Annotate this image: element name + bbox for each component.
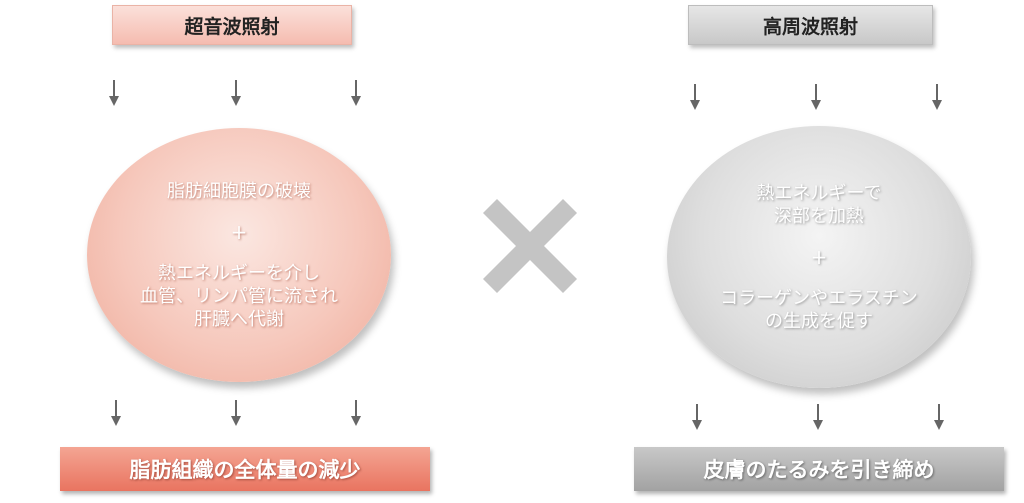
radiofrequency-effect-line-4: の生成を促す <box>765 310 873 332</box>
arrow-down-icon <box>230 80 242 106</box>
radiofrequency-effect-line-2: 深部を加熱 <box>774 205 864 227</box>
ultrasound-effect-line-3: 血管、リンパ管に流され <box>140 285 338 307</box>
ultrasound-plus-sign: + <box>230 219 248 244</box>
ultrasound-result-box: 脂肪組織の全体量の減少 <box>60 447 430 491</box>
radiofrequency-result: 皮膚のたるみを引き締め <box>703 458 935 482</box>
ultrasound-effect-line-1: 脂肪細胞膜の破壊 <box>167 180 311 202</box>
arrow-down-icon <box>689 84 701 110</box>
radiofrequency-plus-sign: + <box>810 244 828 269</box>
ultrasound-effect-line-2: 熱エネルギーを介し <box>158 262 320 284</box>
radiofrequency-result-box: 皮膚のたるみを引き締め <box>634 447 1004 491</box>
radiofrequency-title: 高周波照射 <box>762 15 858 38</box>
arrow-down-icon <box>931 84 943 110</box>
ultrasound-title-box: 超音波照射 <box>112 5 352 45</box>
radiofrequency-title-box: 高周波照射 <box>688 5 933 45</box>
arrow-down-icon <box>933 404 945 430</box>
cross-icon <box>483 199 577 293</box>
arrow-down-icon <box>110 400 122 426</box>
radiofrequency-effect-line-1: 熱エネルギーで <box>756 182 882 204</box>
radiofrequency-effect-line-3: コラーゲンやエラスチン <box>720 287 918 309</box>
arrow-down-icon <box>810 84 822 110</box>
arrow-down-icon <box>812 404 824 430</box>
ultrasound-effect-circle: 脂肪細胞膜の破壊 + 熱エネルギーを介し 血管、リンパ管に流され 肝臓へ代謝 <box>87 128 391 382</box>
arrow-down-icon <box>108 80 120 106</box>
arrow-down-icon <box>230 400 242 426</box>
arrow-down-icon <box>350 400 362 426</box>
radiofrequency-effect-circle: 熱エネルギーで 深部を加熱 + コラーゲンやエラスチン の生成を促す <box>667 126 971 388</box>
ultrasound-effect-line-4: 肝臓へ代謝 <box>194 308 284 330</box>
ultrasound-result: 脂肪組織の全体量の減少 <box>129 458 361 482</box>
arrow-down-icon <box>350 80 362 106</box>
arrow-down-icon <box>691 404 703 430</box>
ultrasound-title: 超音波照射 <box>184 15 280 38</box>
